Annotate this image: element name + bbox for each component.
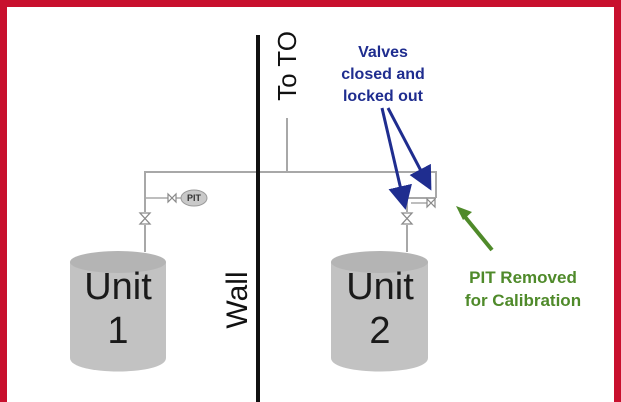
valves-note-line-1: Valves xyxy=(358,44,408,61)
pit-removed-arrow xyxy=(456,206,494,252)
valves-note-line-3: locked out xyxy=(343,88,424,105)
pit-removed-note: PIT Removed for Calibration xyxy=(465,268,581,310)
pit-tag-label: PIT xyxy=(187,193,202,203)
unit1-pit-tag: PIT xyxy=(180,189,208,207)
valves-arrow-to-unit2-valve xyxy=(380,107,412,210)
unit2-tank: Unit 2 xyxy=(331,251,428,372)
valves-note: Valves closed and locked out xyxy=(341,44,425,105)
unit2-branch-pipe xyxy=(406,197,436,212)
pit-note-line-1: PIT Removed xyxy=(469,268,577,287)
wall-label: Wall xyxy=(221,271,254,328)
valves-note-line-2: closed and xyxy=(341,66,425,83)
unit2-valve-icon xyxy=(400,212,414,225)
valves-arrow-to-pit-valve xyxy=(386,107,432,191)
header-pipe xyxy=(144,171,437,212)
unit1-tank: Unit 1 xyxy=(70,251,166,372)
unit1-valve-icon xyxy=(138,212,152,225)
pit-note-line-2: for Calibration xyxy=(465,291,581,310)
unit1-number: 1 xyxy=(107,310,128,352)
unit2-pit-valve-icon xyxy=(426,197,436,209)
to-label: To TO xyxy=(272,31,302,101)
unit2-number: 2 xyxy=(369,310,390,352)
unit1-pit-valve-icon xyxy=(167,192,177,204)
unit2-label: Unit xyxy=(346,266,414,308)
unit1-label: Unit xyxy=(84,266,152,308)
